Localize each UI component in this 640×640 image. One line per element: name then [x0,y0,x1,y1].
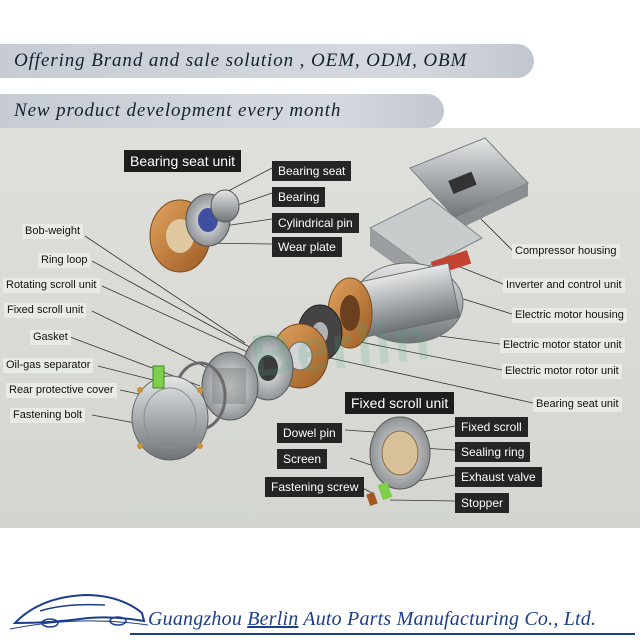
label-fixed-scroll-unit: Fixed scroll unit [4,303,87,318]
label-bob-weight: Bob-weight [22,224,84,239]
company-footer: Guangzhou Berlin Auto Parts Manufacturin… [0,585,640,640]
tag-cylindrical-pin: Cylindrical pin [272,213,359,233]
diagram-drawing [69,137,534,507]
tag-sealing-ring: Sealing ring [455,442,531,462]
company-brand: Berlin [247,608,299,630]
tag-wear-plate: Wear plate [272,237,342,257]
label-compressor-housing: Compressor housing [512,244,620,259]
label-gasket: Gasket [30,330,71,345]
bearing-seat-unit-title: Bearing seat unit [124,150,242,172]
tag-dowel-pin: Dowel pin [277,423,342,443]
development-banner: New product development every month [0,94,444,128]
label-inverter-control-unit: Inverter and control unit [503,278,625,293]
company-name: Guangzhou Berlin Auto Parts Manufacturin… [148,608,596,631]
company-prefix: Guangzhou [148,608,248,630]
offer-banner: Offering Brand and sale solution , OEM, … [0,44,534,78]
label-electric-motor-housing: Electric motor housing [512,308,627,323]
tag-fixed-scroll: Fixed scroll [455,417,528,437]
fixed-scroll-unit-title: Fixed scroll unit [345,392,455,414]
label-fastening-bolt: Fastening bolt [10,408,86,423]
label-electric-motor-rotor-unit: Electric motor rotor unit [502,364,622,379]
tag-screen: Screen [277,449,328,469]
footer-underline [130,633,635,635]
development-banner-text: New product development every month [14,100,342,121]
offer-banner-text: Offering Brand and sale solution , OEM, … [14,50,468,71]
tag-exhaust-valve: Exhaust valve [455,467,542,487]
label-electric-motor-stator-unit: Electric motor stator unit [500,338,625,353]
tag-bearing-seat: Bearing seat [272,161,352,181]
tag-stopper: Stopper [455,493,510,513]
label-bearing-seat-unit: Bearing seat unit [533,397,622,412]
label-ring-loop: Ring loop [38,253,91,268]
tag-bearing: Bearing [272,187,326,207]
company-suffix: Auto Parts Manufacturing Co., Ltd. [298,608,597,630]
label-rotating-scroll-unit: Rotating scroll unit [3,278,100,293]
tag-fastening-screw: Fastening screw [265,477,365,497]
label-rear-protective-cover: Rear protective cover [6,383,117,398]
label-oil-gas-separator: Oil-gas separator [3,358,94,373]
car-logo-icon [10,593,149,630]
exploded-diagram: Berlin Bearing seat unit Fixed scroll un… [0,128,640,528]
